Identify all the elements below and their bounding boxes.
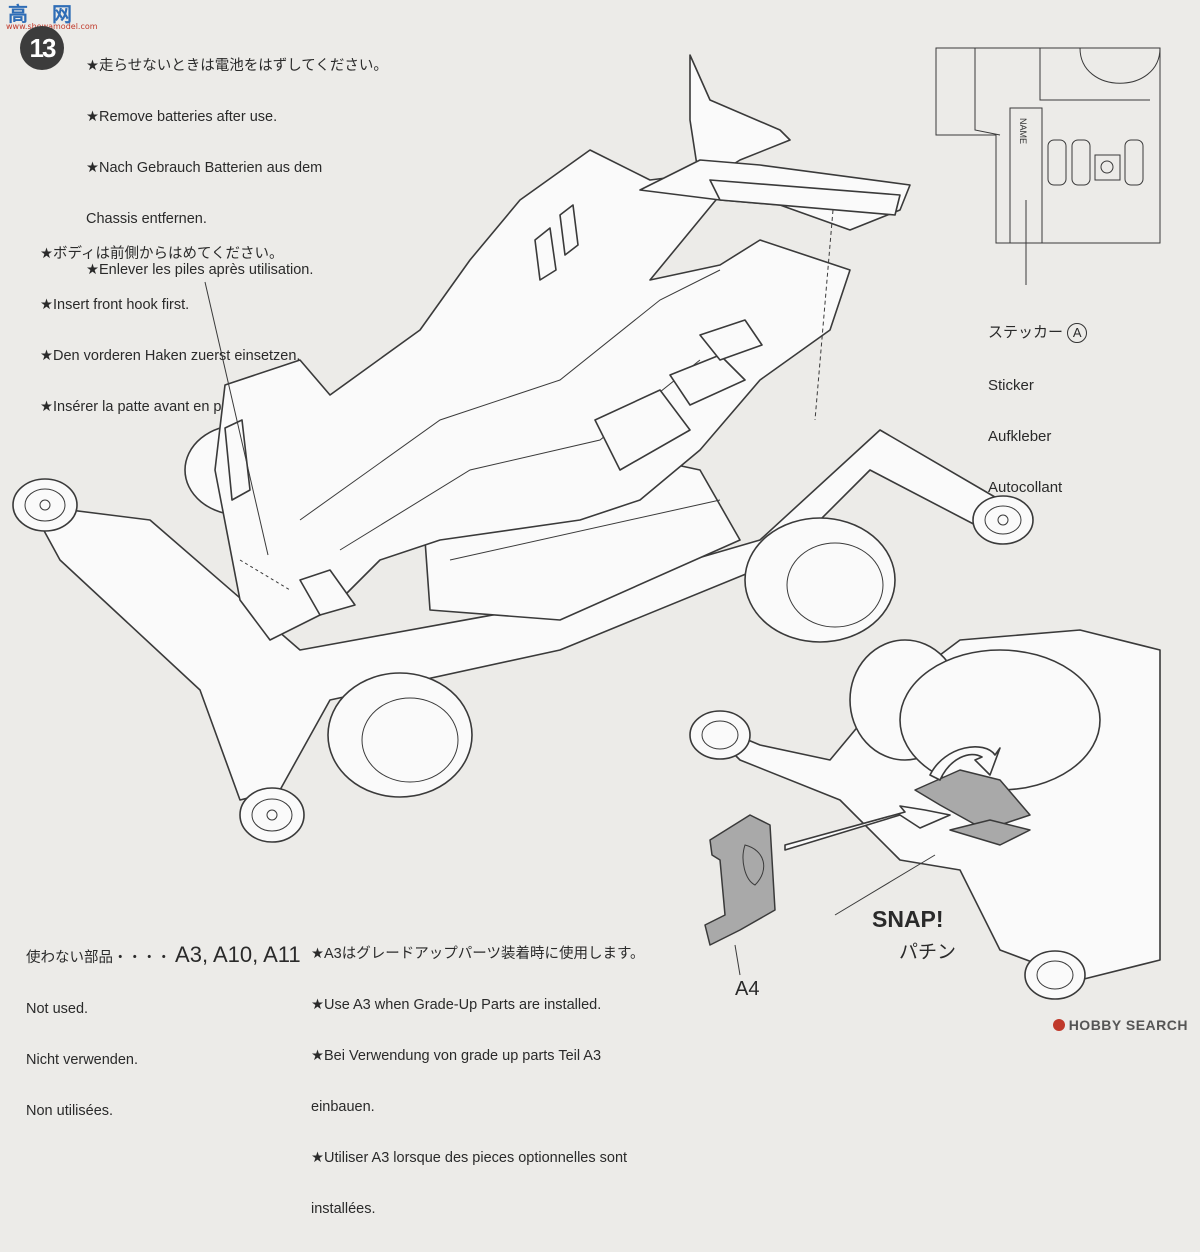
- unused-parts-codes: A3, A10, A11: [175, 942, 301, 967]
- sticker-label-en: Sticker: [988, 377, 1034, 394]
- sticker-letter-badge: A: [1067, 323, 1088, 343]
- sticker-label-jp: ステッカー: [988, 324, 1064, 341]
- front-wheel: [327, 672, 473, 798]
- body-note-jp: ★ボディは前側からはめてください。: [40, 246, 284, 262]
- battery-note-jp: ★走らせないときは電池をはずしてください。: [86, 58, 388, 74]
- part-a4-label: A4: [735, 978, 760, 1000]
- battery-note-en: ★Remove batteries after use.: [86, 109, 278, 125]
- roller-rear-right: [972, 495, 1034, 545]
- instruction-page: 高 网 www.showamodel.com 13 ★走らせないときは電池をはず…: [0, 0, 1188, 1217]
- roller-front-right: [239, 787, 305, 843]
- snap-label: SNAP!: [872, 906, 944, 932]
- grade-up-en: ★Use A3 when Grade-Up Parts are installe…: [311, 997, 602, 1013]
- assembly-illustration: NAME: [12, 47, 1161, 1000]
- snap-label-jp: パチン: [899, 942, 957, 963]
- sticker-inset-illustration: NAME: [935, 47, 1161, 285]
- sticker-label: ステッカー A Sticker Aufkleber Autocollant: [988, 289, 1088, 530]
- grade-up-fr1: ★Utiliser A3 lorsque des pieces optionne…: [311, 1150, 628, 1166]
- watermark-char-2: 网: [52, 2, 72, 26]
- grade-up-jp: ★A3はグレードアップパーツ装着時に使用します。: [311, 946, 645, 962]
- grade-up-de2: einbauen.: [311, 1099, 375, 1115]
- part-a4-icon: [704, 814, 776, 976]
- battery-note-de2: Chassis entfernen.: [86, 211, 207, 227]
- unused-parts-en: Not used.: [26, 1001, 89, 1017]
- body-note: ★ボディは前側からはめてください。 ★Insert front hook fir…: [40, 212, 300, 450]
- watermark-hobbysearch: HOBBY SEARCH: [1052, 1017, 1188, 1033]
- unused-parts-fr: Non utilisées.: [26, 1103, 114, 1119]
- hobbysearch-text: HOBBY SEARCH: [1068, 1017, 1188, 1033]
- car-body-illustration: [12, 54, 1034, 843]
- snap-detail-illustration: [689, 629, 1161, 1000]
- unused-parts-jp: 使わない部品・・・・: [26, 950, 171, 966]
- battery-note-fr: ★Enlever les piles après utilisation.: [86, 262, 314, 278]
- watermark-logo: 高 网 www.showamodel.com: [0, 0, 98, 36]
- body-note-de: ★Den vorderen Haken zuerst einsetzen.: [40, 348, 301, 364]
- battery-note: ★走らせないときは電池をはずしてください。 ★Remove batteries …: [86, 24, 388, 313]
- roller-front-left: [12, 478, 78, 532]
- sticker-label-fr: Autocollant: [988, 479, 1063, 496]
- watermark-url: www.showamodel.com: [6, 22, 98, 31]
- rear-wheel: [744, 517, 896, 643]
- watermark-char-1: 高: [8, 2, 28, 26]
- hobbysearch-logo-icon: [1052, 1019, 1065, 1031]
- sticker-name-text: NAME: [1018, 118, 1028, 144]
- grade-up-de1: ★Bei Verwendung von grade up parts Teil …: [311, 1048, 602, 1064]
- body-note-en: ★Insert front hook first.: [40, 297, 190, 313]
- unused-parts-de: Nicht verwenden.: [26, 1052, 139, 1068]
- step-number-badge: 13: [20, 26, 64, 70]
- battery-note-de1: ★Nach Gebrauch Batterien aus dem: [86, 160, 323, 176]
- grade-up-fr2: installées.: [311, 1201, 376, 1217]
- sticker-label-de: Aufkleber: [988, 428, 1052, 445]
